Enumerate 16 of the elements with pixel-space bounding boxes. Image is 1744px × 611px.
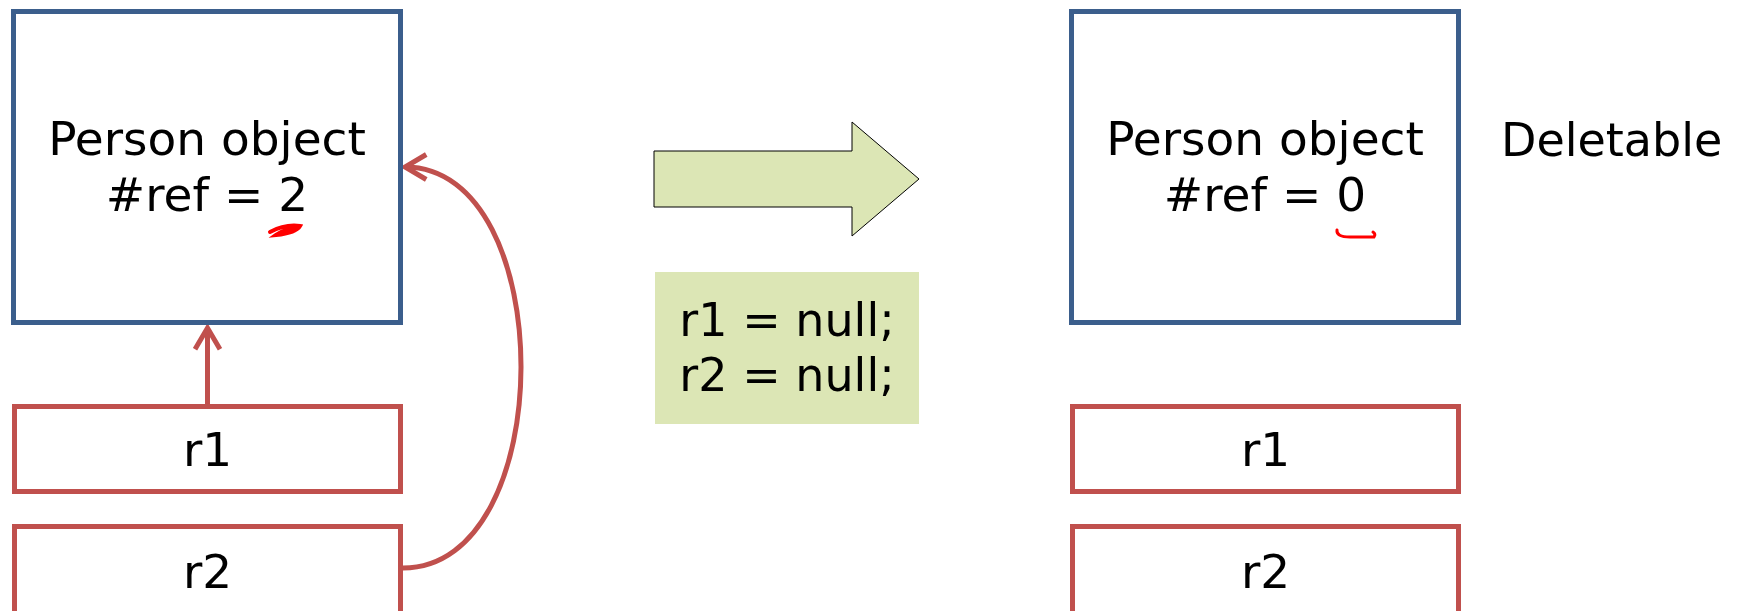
label-text: r1 (182, 421, 233, 477)
status-label: Deletable (1501, 113, 1723, 167)
reference-box (1070, 524, 1461, 611)
label-text: r2 (1240, 543, 1291, 599)
reference-box (12, 524, 403, 611)
reference-box (1070, 404, 1461, 494)
label-text: r2 (182, 543, 233, 599)
arrow (192, 325, 223, 404)
object-box (1069, 9, 1461, 325)
code-box (655, 272, 919, 424)
label-text: Person object #ref = 2 (47, 110, 367, 224)
reference-box (12, 404, 403, 494)
label-text: Person object #ref = 0 (1105, 110, 1425, 224)
object-box (11, 9, 403, 325)
label-text: r1 (1240, 421, 1291, 477)
label-text: r1 = null; r2 = null; (678, 292, 896, 404)
